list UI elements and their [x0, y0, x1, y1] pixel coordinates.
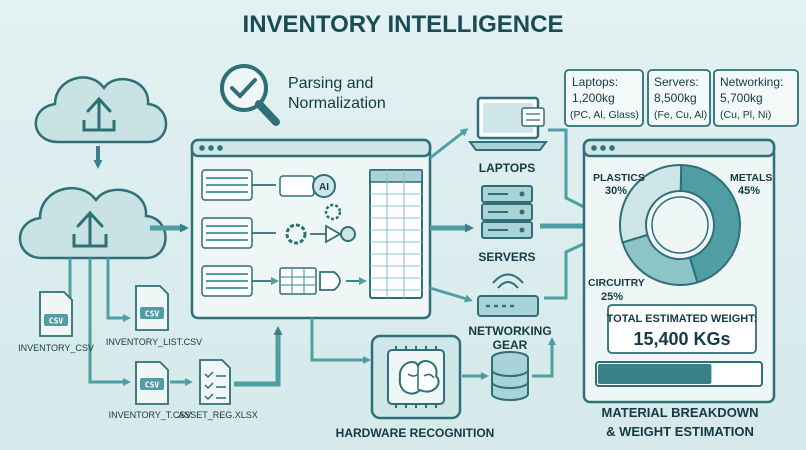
callout-laptops: Laptops: 1,200kg (PC, Al, Glass) — [564, 69, 644, 127]
svg-text:(Fe, Cu, Al): (Fe, Cu, Al) — [654, 109, 707, 121]
slice-label-plastics: PLASTICS — [593, 172, 645, 184]
file-badge: CSV — [145, 310, 160, 319]
checklist-file-icon — [199, 359, 231, 405]
slice-value-circuitry: 25% — [601, 291, 623, 303]
svg-text:(PC, Al, Glass): (PC, Al, Glass) — [570, 109, 639, 121]
arrow-to-laptops — [429, 128, 469, 160]
connector-parser-to-recognition — [310, 318, 371, 364]
file-icon-3: CSV — [135, 361, 169, 405]
slice-value-plastics: 30% — [605, 185, 627, 197]
callout-servers: Servers: 8,500kg (Fe, Cu, Al) — [647, 69, 711, 127]
database-icon — [491, 351, 529, 401]
router-icon — [477, 273, 539, 317]
total-value: 15,400 KGs — [633, 329, 730, 349]
parser-window: AI — [190, 138, 432, 320]
file-badge: CSV — [145, 381, 160, 390]
svg-text:(Cu, Pl, Ni): (Cu, Pl, Ni) — [720, 109, 771, 121]
breakdown-label-line2: & WEIGHT ESTIMATION — [606, 424, 754, 439]
total-weight-box: TOTAL ESTIMATED WEIGHT: 15,400 KGs — [607, 304, 758, 354]
weight-progress-bar — [595, 361, 763, 387]
file-icon-2: CSV — [135, 285, 169, 331]
arrow-db-up — [532, 337, 556, 378]
file-name: INVENTORY_T.CSV — [109, 410, 192, 420]
callout-networking: Networking: 5,700kg (Cu, Pl, Ni) — [713, 69, 799, 127]
connector-to-file-2 — [106, 258, 131, 322]
page-title: INVENTORY INTELLIGENCE — [243, 11, 564, 38]
hardware-recognition-label: HARDWARE RECOGNITION — [336, 426, 495, 440]
arrow-to-networking — [429, 286, 473, 303]
total-label: TOTAL ESTIMATED WEIGHT: — [607, 313, 758, 325]
donut-slice-plastics — [619, 164, 683, 244]
server-icon — [481, 185, 533, 239]
cloud-upload-icon-top — [34, 76, 168, 144]
arrow-files-to-parser — [234, 326, 283, 387]
svg-text:8,500kg: 8,500kg — [654, 91, 697, 105]
file-name: ASSET_REG.XLSX — [178, 410, 258, 420]
file-name: INVENTORY_LIST.CSV — [106, 337, 202, 347]
svg-text:Servers:: Servers: — [654, 75, 699, 89]
file-badge: CSV — [49, 317, 64, 326]
connector-to-file-3 — [88, 258, 131, 386]
svg-text:Laptops:: Laptops: — [572, 75, 618, 89]
arrow-laptops-to-breakdown — [548, 128, 593, 212]
slice-label-metals: METALS — [730, 172, 772, 184]
parsing-label-line2: Normalization — [288, 95, 386, 112]
magnifier-check-icon — [220, 64, 280, 126]
donut-slice-metals — [679, 163, 741, 284]
hardware-label: NETWORKING — [468, 324, 551, 338]
arrow-networking-to-breakdown — [544, 238, 595, 300]
cloud-upload-icon-bottom — [18, 186, 167, 260]
breakdown-label-line1: MATERIAL BREAKDOWN — [602, 405, 759, 420]
ai-badge: AI — [319, 182, 329, 193]
slice-label-circuitry: CIRCUITRY — [588, 277, 645, 289]
laptop-icon — [468, 96, 548, 151]
svg-text:5,700kg: 5,700kg — [720, 91, 763, 105]
hardware-label: SERVERS — [478, 250, 535, 264]
file-name: INVENTORY_CSV — [18, 343, 94, 353]
hardware-label: LAPTOPS — [479, 161, 535, 175]
slice-value-metals: 45% — [738, 185, 760, 197]
ai-chip-brain-icon — [370, 334, 462, 420]
donut-hole — [651, 196, 709, 254]
material-donut-chart — [619, 163, 741, 286]
hardware-label: GEAR — [493, 338, 528, 352]
svg-text:Networking:: Networking: — [720, 75, 783, 89]
file-icon-1: CSV — [39, 291, 73, 337]
svg-text:1,200kg: 1,200kg — [572, 91, 615, 105]
parsing-label-line1: Parsing and — [288, 75, 373, 92]
